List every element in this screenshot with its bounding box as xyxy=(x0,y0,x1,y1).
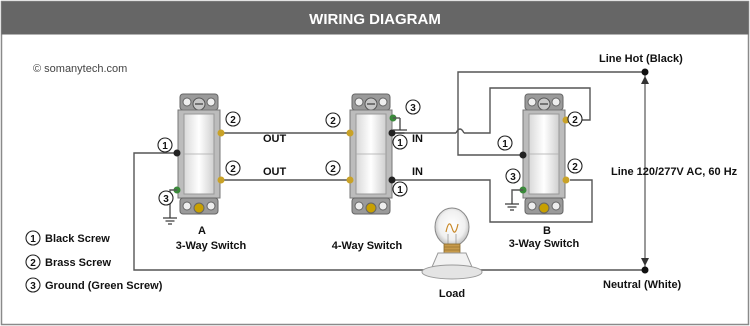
svg-text:3: 3 xyxy=(510,172,516,183)
svg-text:1: 1 xyxy=(397,138,403,149)
line-voltage-label: Line 120/277V AC, 60 Hz xyxy=(611,166,738,178)
svg-text:2: 2 xyxy=(330,164,336,175)
badge-b-2-bottom: 2 xyxy=(567,158,583,174)
badge-b-2-top: 2 xyxy=(567,111,583,127)
screw-icon xyxy=(388,129,396,137)
legend-brass-label: Brass Screw xyxy=(45,257,111,269)
ground-wire-a xyxy=(169,189,177,212)
switch-mid-name: 4-Way Switch xyxy=(332,240,403,252)
svg-text:2: 2 xyxy=(30,258,36,269)
screw-icon xyxy=(562,176,570,184)
badge-mid-2-bottom: 2 xyxy=(325,160,341,176)
switch-a xyxy=(177,93,221,215)
badge-b-1: 1 xyxy=(497,135,513,151)
svg-text:1: 1 xyxy=(162,141,168,152)
neutral-terminal xyxy=(641,266,649,274)
hot-terminal xyxy=(641,68,649,76)
svg-text:1: 1 xyxy=(397,185,403,196)
in-label-bottom: IN xyxy=(412,166,423,178)
legend-ground-label: Ground (Green Screw) xyxy=(45,280,163,292)
badge-a-2-top: 2 xyxy=(225,111,241,127)
switch-mid xyxy=(349,93,393,215)
badge-mid-1-bottom: 1 xyxy=(392,181,408,197)
svg-text:3: 3 xyxy=(410,103,416,114)
legend-black-label: Black Screw xyxy=(45,233,110,245)
ground-wire-b xyxy=(511,189,523,198)
wire-in-bottom xyxy=(392,179,593,223)
badge-mid-2-top: 2 xyxy=(325,112,341,128)
switch-icon xyxy=(349,93,393,215)
switch-icon xyxy=(522,93,566,215)
screw-icon xyxy=(346,176,354,184)
switch-a-name: 3-Way Switch xyxy=(176,240,247,252)
screw-icon xyxy=(173,149,181,157)
svg-text:2: 2 xyxy=(572,115,578,126)
line-hot-label: Line Hot (Black) xyxy=(599,53,683,65)
out-label-bottom: OUT xyxy=(263,166,287,178)
hot-wire xyxy=(457,71,645,122)
page-title: WIRING DIAGRAM xyxy=(309,11,441,28)
screw-icon xyxy=(217,176,225,184)
svg-text:1: 1 xyxy=(502,139,508,150)
switch-b xyxy=(522,93,566,215)
screw-icon xyxy=(388,176,396,184)
legend-ground-screw: 3 Ground (Green Screw) xyxy=(25,277,163,293)
arrow-down-icon xyxy=(641,258,649,266)
svg-text:1: 1 xyxy=(30,234,36,245)
screw-icon xyxy=(346,129,354,137)
badge-a-2-bottom: 2 xyxy=(225,160,241,176)
in-label-top: IN xyxy=(412,133,423,145)
wire-crossover xyxy=(455,128,465,134)
badge-a-1: 1 xyxy=(157,137,173,153)
badge-mid-1-top: 1 xyxy=(392,134,408,150)
svg-text:3: 3 xyxy=(30,281,36,292)
out-label-top: OUT xyxy=(263,133,287,145)
switch-b-letter: B xyxy=(543,225,551,237)
switch-b-name: 3-Way Switch xyxy=(509,238,580,250)
badge-b-3: 3 xyxy=(505,168,521,184)
svg-text:2: 2 xyxy=(230,164,236,175)
arrow-up-icon xyxy=(641,76,649,84)
copyright-text: © somanytech.com xyxy=(33,63,127,75)
neutral-label: Neutral (White) xyxy=(603,279,682,291)
svg-text:2: 2 xyxy=(230,115,236,126)
switch-a-letter: A xyxy=(198,225,206,237)
svg-text:3: 3 xyxy=(163,194,169,205)
screw-icon xyxy=(519,151,527,159)
neutral-wire xyxy=(133,152,645,271)
switch-icon xyxy=(177,93,221,215)
svg-text:2: 2 xyxy=(330,116,336,127)
legend-brass-screw: 2 Brass Screw xyxy=(25,254,111,270)
bulb-icon xyxy=(421,207,483,280)
wire-hot-common xyxy=(457,122,523,156)
legend-black-screw: 1 Black Screw xyxy=(25,230,110,246)
badge-mid-3: 3 xyxy=(405,99,421,115)
svg-text:2: 2 xyxy=(572,162,578,173)
header-bar xyxy=(1,1,749,35)
load-label: Load xyxy=(439,288,465,300)
wire-in-top-b xyxy=(464,87,591,134)
screw-icon xyxy=(217,129,225,137)
badge-a-3: 3 xyxy=(158,190,174,206)
